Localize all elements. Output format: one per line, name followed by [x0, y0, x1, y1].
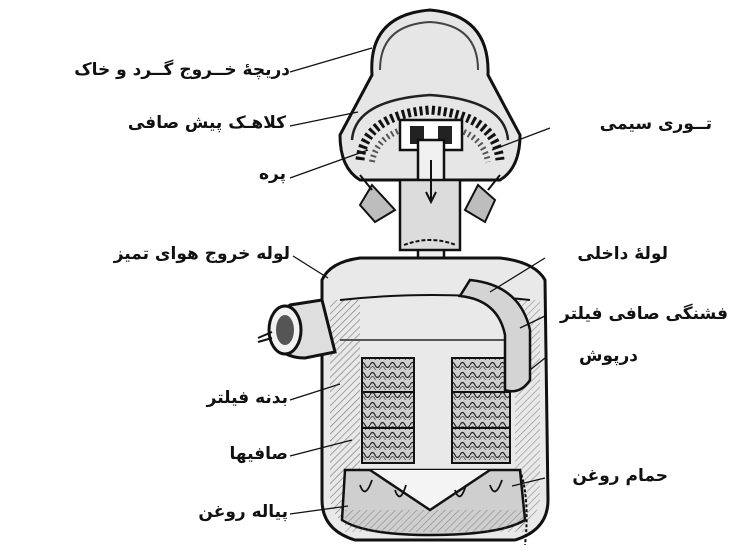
- label-oil-cup: پیاله روغن: [150, 504, 288, 521]
- label-inner-pipe: لولهٔ داخلی: [548, 246, 668, 263]
- label-filter-cartridge: فشنگی صافی فیلتر: [548, 306, 728, 323]
- label-precleaner-cap: کلاهـک پیش صافی: [86, 115, 286, 132]
- label-clean-air-outlet-pipe: لوله خروج هوای تمیز: [58, 246, 290, 263]
- label-dust-outlet: دریچهٔ خــروج گــرد و خاک: [10, 62, 290, 79]
- label-filter-body: بدنه فیلتر: [150, 390, 288, 407]
- label-blade: پره: [196, 166, 286, 183]
- label-wire-mesh: تــوری سیمی: [552, 116, 712, 133]
- label-filters: صافیها: [180, 446, 288, 463]
- label-oil-bath: حمام روغن: [548, 468, 668, 485]
- clean-air-outlet-pipe-drawing: [258, 300, 335, 358]
- label-lid: درپوش: [548, 348, 638, 365]
